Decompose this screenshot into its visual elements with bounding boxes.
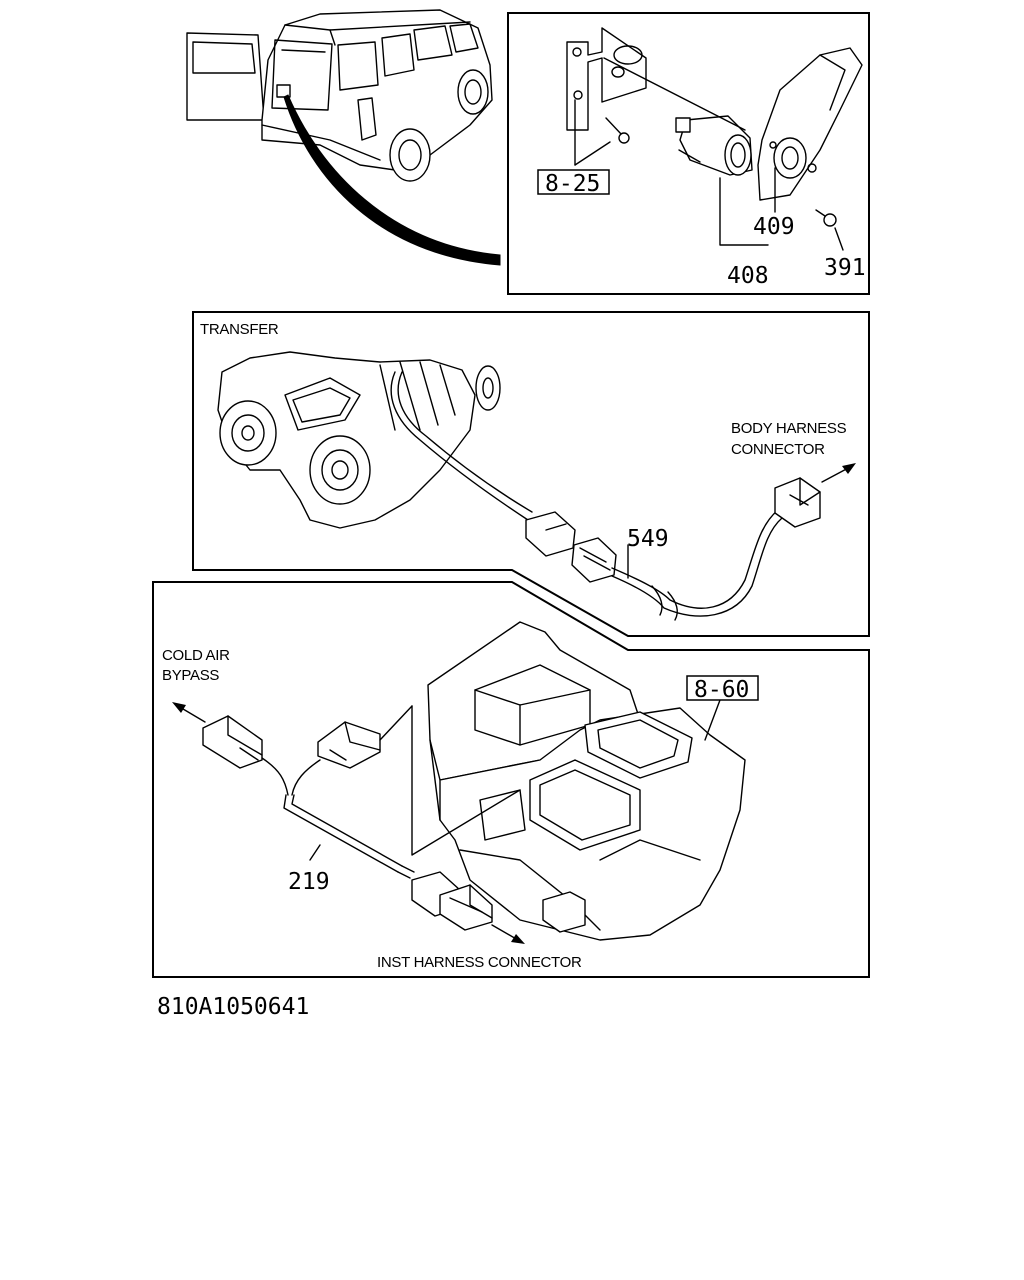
socket-detail-panel [507, 12, 870, 295]
cold-air-bypass-label-line1: COLD AIR [162, 647, 230, 664]
hvac-panel [152, 581, 870, 978]
diagram-id: 810A1050641 [157, 994, 309, 1020]
heater-unit-illustration [411, 621, 746, 941]
callout-219: 219 [288, 869, 330, 895]
transfer-title: TRANSFER [200, 321, 279, 338]
socket-detail-illustration [566, 27, 863, 251]
callout-391: 391 [824, 255, 866, 281]
cold-air-bypass-label-line2: BYPASS [162, 667, 219, 684]
body-harness-connector-label-line2: CONNECTOR [731, 441, 825, 458]
callout-408: 408 [727, 263, 769, 289]
callout-8-25: 8-25 [545, 171, 600, 197]
callout-409: 409 [753, 214, 795, 240]
vehicle-illustration [186, 9, 501, 266]
transfer-case-illustration [217, 351, 856, 621]
callout-box-8-60 [686, 675, 759, 701]
callout-549: 549 [627, 526, 669, 552]
callout-8-60: 8-60 [694, 677, 749, 703]
body-harness-connector-label-line1: BODY HARNESS [731, 420, 847, 437]
inst-harness-connector-label: INST HARNESS CONNECTOR [377, 954, 582, 971]
hvac-wiring-illustration [172, 699, 721, 944]
transfer-panel [192, 311, 870, 637]
callout-box-8-25 [537, 169, 610, 195]
